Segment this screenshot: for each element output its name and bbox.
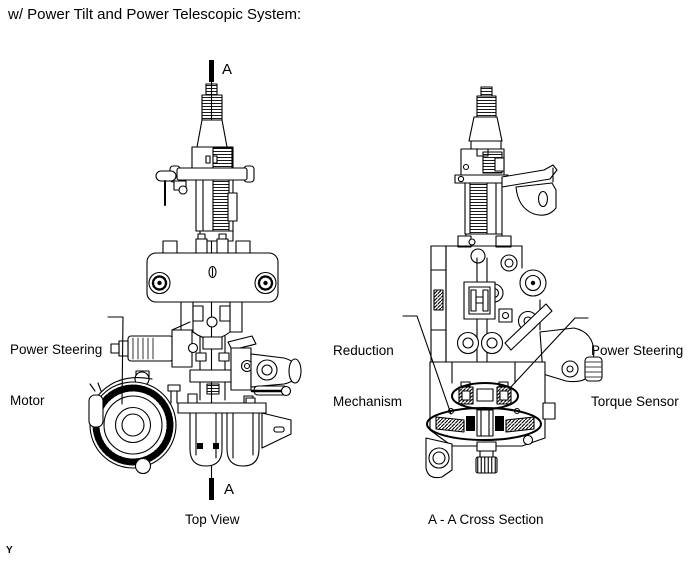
leader-reduction-mechanism — [402, 315, 452, 415]
caption-top-view: Top View — [185, 512, 240, 527]
leader-power-steering-motor — [107, 316, 124, 405]
section-marker-a-top: A — [222, 61, 233, 78]
power-steering-motor-art — [88, 370, 177, 475]
label-line: Mechanism — [333, 394, 403, 409]
page-title: w/ Power Tilt and Power Telescopic Syste… — [8, 6, 302, 23]
label-line: Motor — [10, 393, 45, 408]
label-line: Reduction — [333, 343, 394, 358]
label-power-steering-motor: Power Steering Motor — [10, 307, 102, 443]
top-view-drawing — [88, 60, 302, 500]
leader-torque-sensor — [508, 317, 589, 390]
label-line: Power Steering — [10, 342, 103, 357]
caption-cross-section: A - A Cross Section — [428, 512, 544, 527]
reduction-mechanism-callout — [426, 407, 542, 441]
label-line: Power Steering — [591, 343, 684, 358]
cross-section-drawing — [425, 86, 603, 479]
label-power-steering-torque-sensor: Power Steering Torque Sensor — [591, 308, 683, 444]
label-line: Torque Sensor — [591, 394, 679, 409]
label-reduction-mechanism: Reduction Mechanism — [333, 308, 402, 444]
section-marker-a-bottom: A — [224, 481, 235, 498]
leader-lines — [107, 315, 589, 415]
footer-mark: Y — [6, 545, 13, 556]
